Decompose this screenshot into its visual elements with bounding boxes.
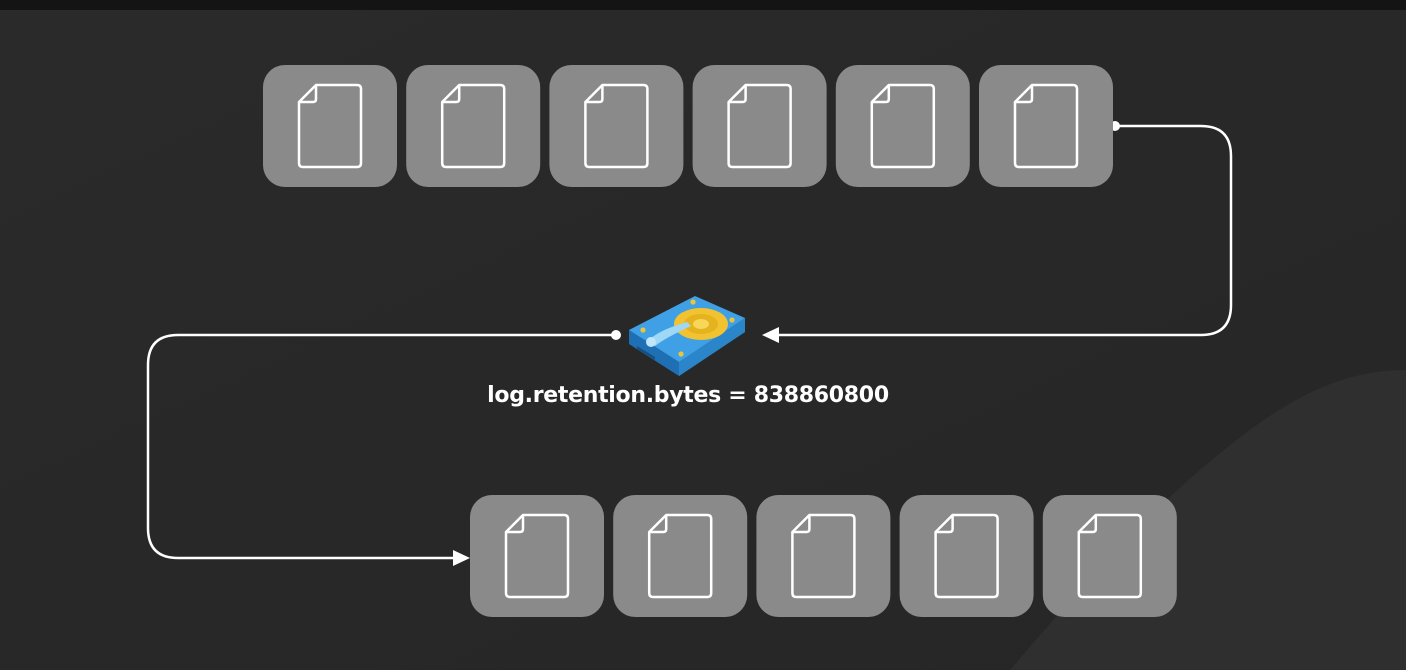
connector-disk-dot [611,330,621,340]
file-icon [1013,83,1079,169]
connectors [146,121,1233,566]
bottom-segment-5 [1042,495,1177,617]
segment-row-bottom [470,495,1177,617]
file-icon [791,513,856,599]
top-segment-2 [406,65,541,187]
retention-label: log.retention.bytes = 838860800 [487,383,889,408]
file-icon [584,83,649,169]
file-icon [870,83,936,169]
top-segment-4 [692,65,827,187]
segment-row-top [263,65,1113,187]
top-strip [0,0,1406,10]
top-segment-5 [835,65,970,187]
top-segment-6 [979,65,1113,187]
file-icon [1077,513,1143,599]
bottom-segment-1 [470,495,604,617]
bottom-segment-3 [756,495,891,617]
file-icon [440,83,506,169]
file-icon [727,83,792,169]
file-icon [934,513,999,599]
bottom-segment-2 [613,495,748,617]
connector-top-to-disk [779,124,1233,337]
bottom-segment-4 [899,495,1034,617]
arrowhead-to-disk [762,327,779,343]
file-icon [647,513,713,599]
top-segment-1 [263,65,397,187]
connector-disk-to-bottom [146,333,616,560]
top-segment-3 [549,65,684,187]
file-icon [504,513,570,599]
file-icon [297,83,363,169]
arrowhead-to-bottom [453,550,470,566]
hard-drive-icon [629,296,745,376]
